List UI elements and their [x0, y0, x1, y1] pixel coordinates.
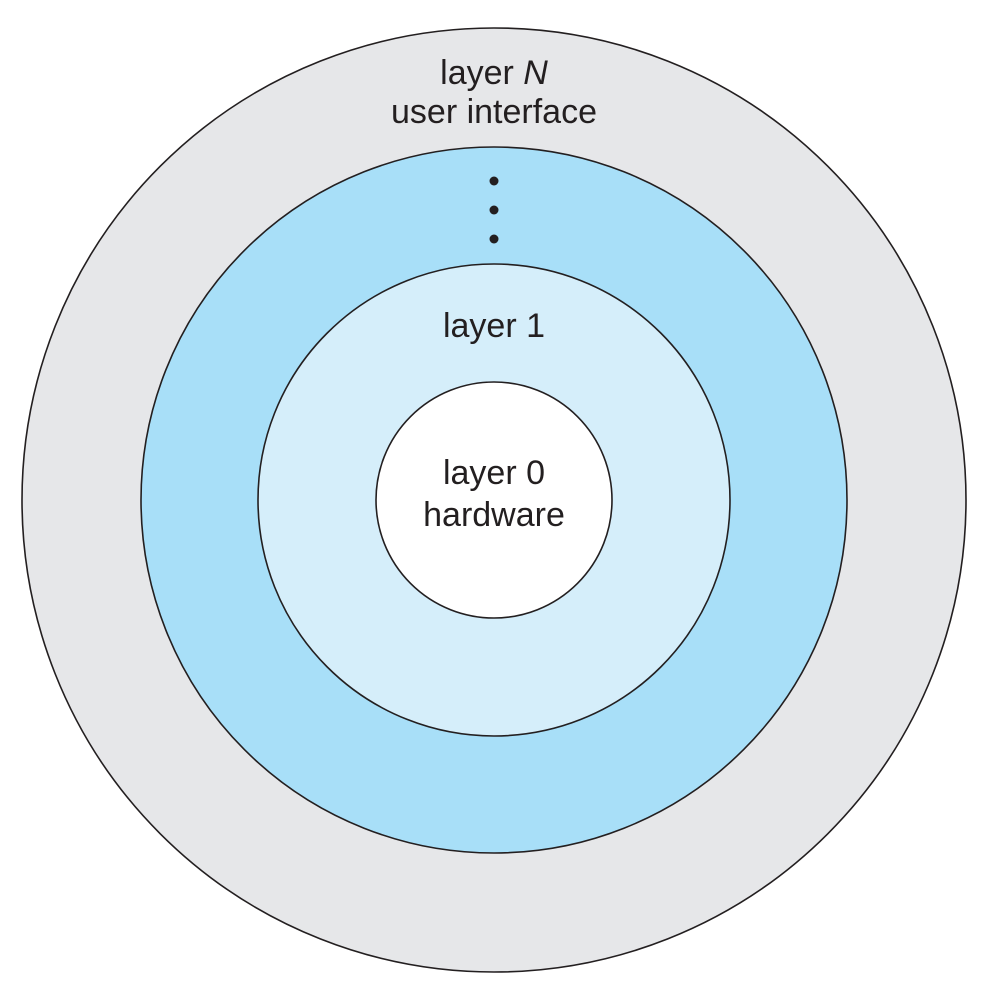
layer-1-label: layer 1 — [443, 307, 545, 345]
outer-layer-role: user interface — [391, 93, 597, 131]
outer-layer-name-prefix: layer — [440, 54, 523, 92]
ellipsis-dot — [489, 205, 499, 215]
vertical-ellipsis — [489, 176, 499, 244]
layer-0-role: hardware — [423, 496, 565, 534]
layer-0-name: layer 0 — [443, 454, 545, 492]
ellipsis-dot — [489, 234, 499, 244]
layer-0-core — [375, 381, 613, 619]
outer-layer-name: layer N — [440, 54, 548, 92]
ellipsis-dot — [489, 176, 499, 186]
outer-layer-name-variable: N — [523, 54, 548, 92]
